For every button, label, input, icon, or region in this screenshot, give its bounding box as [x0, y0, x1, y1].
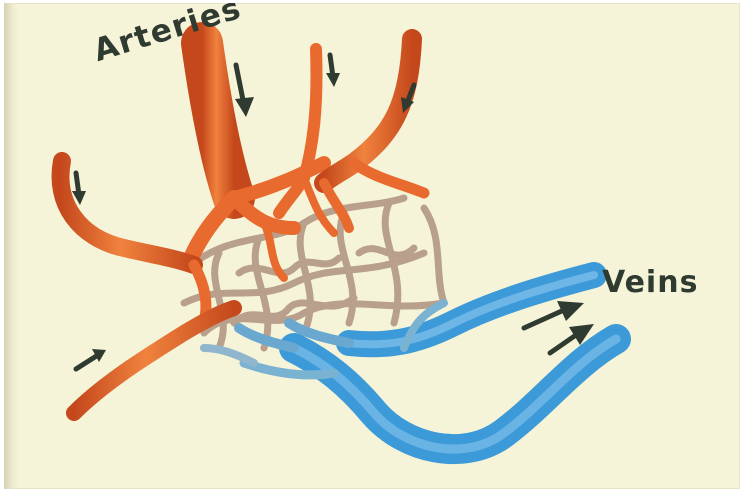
main-artery	[202, 43, 234, 198]
lower-artery	[74, 308, 234, 413]
diagram-frame: Arteries Veins	[4, 3, 740, 489]
branch-artery-right	[324, 39, 412, 183]
veins-label: Veins	[602, 265, 698, 300]
lower-vein	[294, 339, 616, 449]
circulation-illustration	[4, 3, 740, 489]
branch-artery-left	[61, 161, 194, 265]
down-arrow-icon	[235, 65, 254, 117]
up-right-arrow-icon	[76, 349, 106, 369]
down-arrow-icon	[326, 55, 340, 87]
